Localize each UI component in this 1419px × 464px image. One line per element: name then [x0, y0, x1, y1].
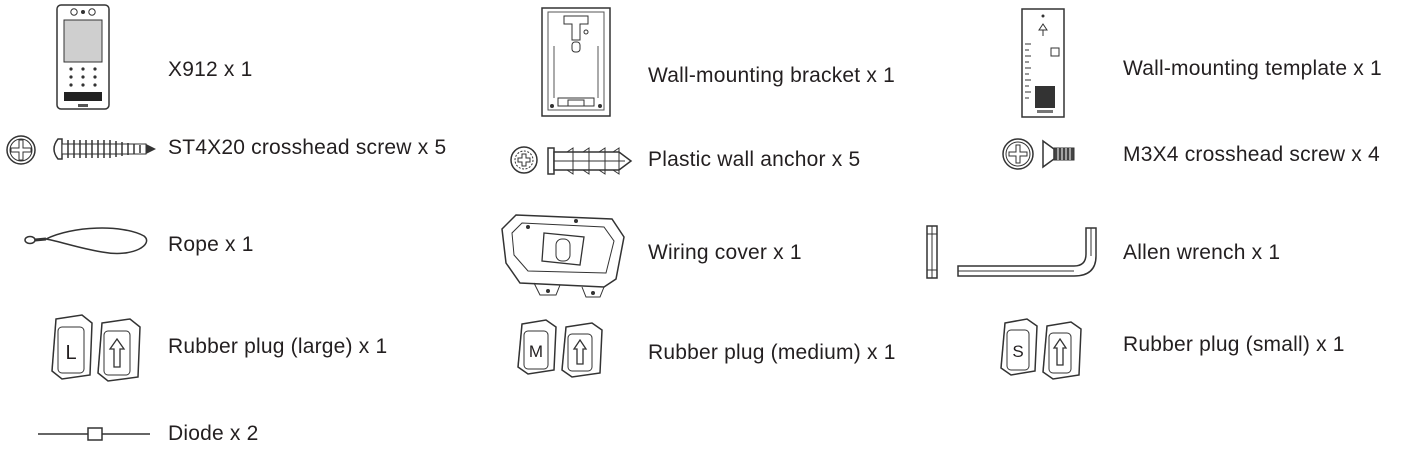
st4x20-screw-side-icon [50, 136, 158, 162]
item-label: Rubber plug (medium) x 1 [648, 341, 896, 364]
m3x4-screw-top-icon [1001, 137, 1035, 171]
item-label: Rubber plug (large) x 1 [168, 335, 388, 358]
allen-wrench-end-icon [925, 224, 939, 280]
size-letter: M [529, 342, 543, 361]
crosshead-screw-top-icon [5, 134, 37, 166]
item-label: M3X4 crosshead screw x 4 [1123, 143, 1380, 166]
item-label: ST4X20 crosshead screw x 5 [168, 136, 447, 159]
item-label: Wiring cover x 1 [648, 241, 802, 264]
item-label: Diode x 2 [168, 422, 259, 445]
m3x4-screw-side-icon [1042, 140, 1078, 168]
wall-anchor-top-icon [509, 145, 539, 175]
item-label: Rubber plug (small) x 1 [1123, 333, 1345, 356]
wall-anchor-side-icon [547, 146, 633, 176]
item-label: Allen wrench x 1 [1123, 241, 1281, 264]
wiring-cover-icon [498, 209, 632, 301]
item-label: Wall-mounting bracket x 1 [648, 64, 895, 87]
rubber-plug-large-icon: L [48, 313, 144, 383]
rubber-plug-small-icon: S [997, 317, 1085, 381]
size-letter: S [1012, 342, 1023, 361]
item-label: Plastic wall anchor x 5 [648, 148, 861, 171]
diode-icon [38, 426, 150, 442]
wall-mounting-bracket-icon [538, 6, 614, 118]
item-label: Wall-mounting template x 1 [1123, 57, 1382, 80]
allen-wrench-icon [956, 226, 1100, 280]
x912-device-icon [56, 4, 110, 110]
rope-icon [22, 222, 152, 262]
item-label: Rope x 1 [168, 233, 254, 256]
size-letter: L [65, 342, 76, 364]
wall-mounting-template-icon [1021, 8, 1065, 118]
item-label: X912 x 1 [168, 58, 253, 81]
rubber-plug-medium-icon: M [514, 318, 606, 378]
